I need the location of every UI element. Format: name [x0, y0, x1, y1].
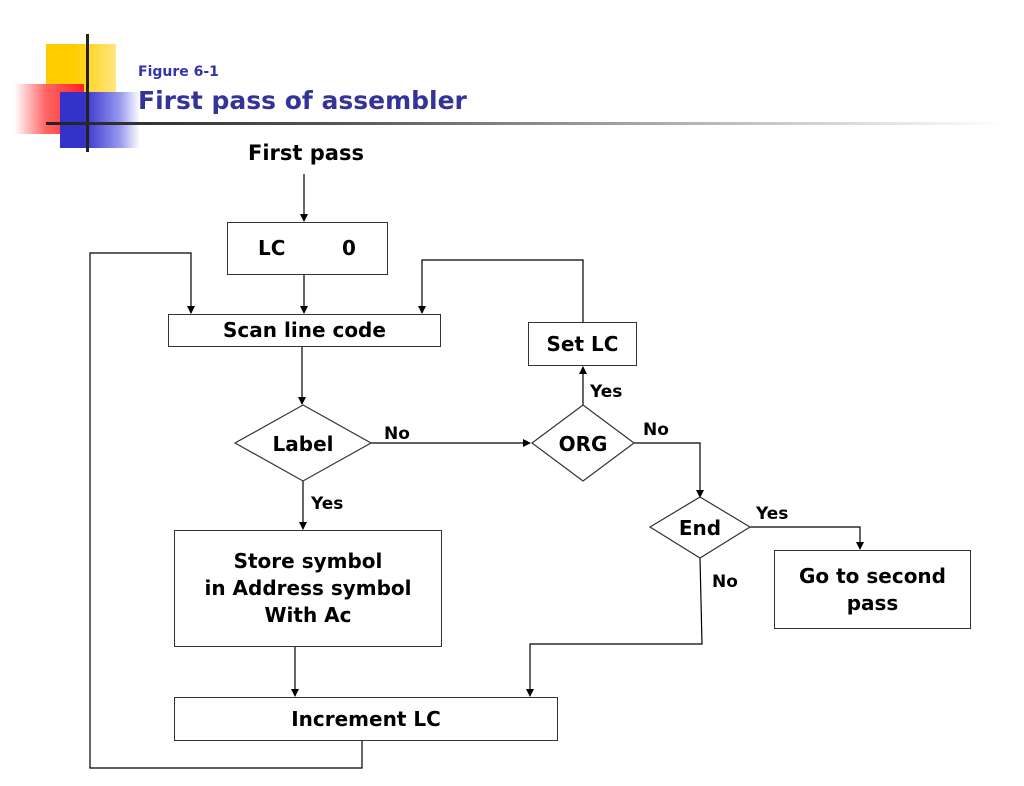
init-lc-right: 0 — [342, 236, 356, 260]
label-no-text: No — [384, 424, 410, 444]
scan-line-box: Scan line code — [168, 314, 441, 347]
deco-horizontal-line — [46, 122, 1006, 125]
org-decision-text: ORG — [558, 432, 608, 456]
end-diamond — [648, 496, 752, 559]
store-symbol-box: Store symbol in Address symbol With Ac — [174, 530, 442, 647]
org-no-text: No — [643, 420, 669, 440]
start-label: First pass — [248, 141, 364, 165]
edge-end-yes — [750, 526, 864, 550]
label-diamond — [233, 404, 373, 482]
increment-lc-box: Increment LC — [174, 697, 558, 741]
label-yes-text: Yes — [311, 494, 344, 514]
edge-increment-loop — [89, 252, 363, 769]
slide-title: First pass of assembler — [138, 86, 467, 115]
edge-setlc-to-scan — [418, 259, 584, 322]
set-lc-box: Set LC — [528, 322, 637, 366]
init-lc-box: LC 0 — [227, 222, 388, 275]
second-pass-box: Go to second pass — [774, 550, 971, 629]
second-pass-line-2: pass — [846, 590, 899, 615]
store-line-1: Store symbol — [233, 549, 383, 573]
figure-label: Figure 6-1 — [138, 64, 219, 80]
second-pass-line-1: Go to second — [798, 563, 946, 588]
store-line-2: in Address symbol — [204, 576, 412, 600]
deco-vertical-line — [86, 34, 89, 152]
edge-org-no — [634, 442, 704, 498]
end-yes-text: Yes — [756, 504, 789, 524]
label-decision-text: Label — [272, 432, 334, 456]
init-lc-left: LC — [258, 236, 286, 260]
store-line-3: With Ac — [264, 603, 352, 627]
end-no-text: No — [712, 572, 738, 592]
org-diamond — [530, 404, 636, 482]
deco-blue-square — [60, 92, 140, 148]
org-yes-text: Yes — [590, 382, 623, 402]
end-decision-text: End — [678, 516, 722, 540]
edge-end-no — [526, 557, 703, 697]
